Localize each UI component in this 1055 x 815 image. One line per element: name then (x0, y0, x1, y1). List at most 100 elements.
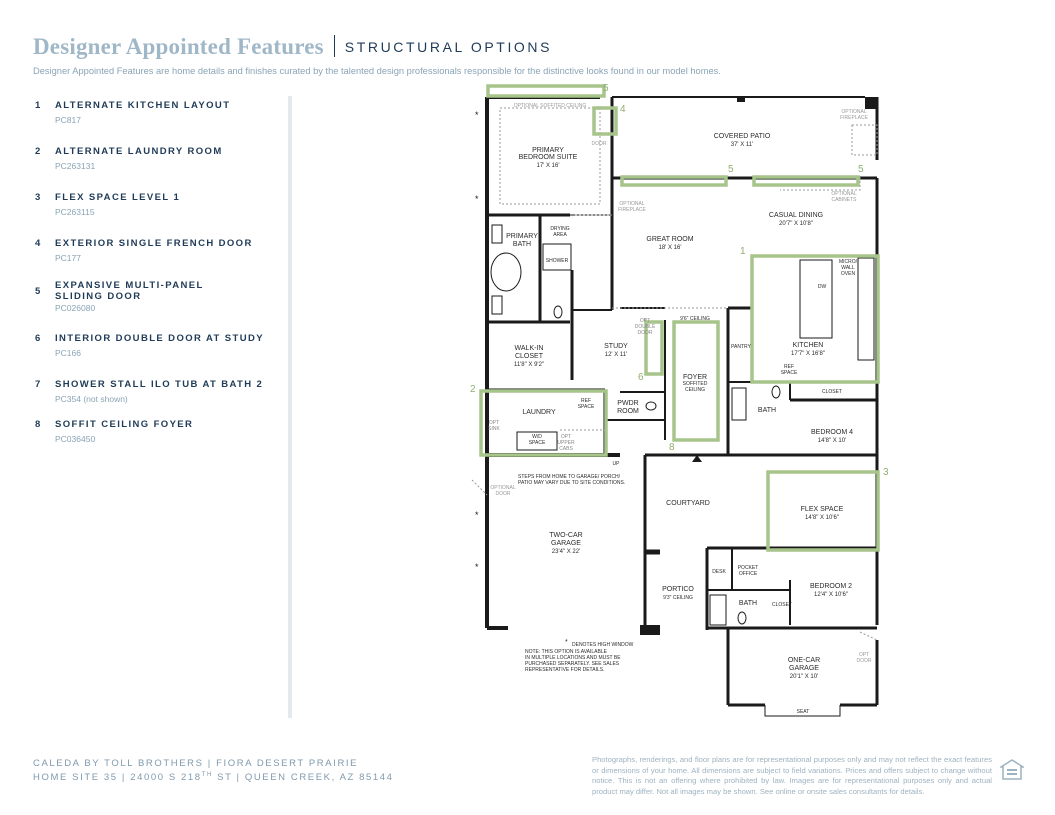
appliance-label: SPACE (529, 440, 546, 446)
stair-label: UP (613, 461, 621, 467)
option-note: PURCHASED SEPARATELY. SEE SALES (525, 661, 620, 667)
room-dim: 14'8" X 10' (818, 438, 846, 444)
room-dim: 9'3" CEILING (663, 595, 693, 601)
room-name: PRIMARY (506, 233, 538, 240)
note-label: OPTIONAL (490, 485, 516, 491)
option-name: ALTERNATE LAUNDRY ROOM (55, 146, 223, 157)
seat-bench (764, 705, 841, 717)
tub (709, 594, 727, 626)
option-code: PC036450 (55, 434, 96, 444)
address-part: HOME SITE 35 | 24000 S 218 (33, 772, 202, 784)
ceiling-label: 9'6" CEILING (680, 316, 710, 322)
room-dim: 11'8" X 9'2" (514, 362, 544, 368)
intro-text: Designer Appointed Features are home det… (33, 66, 721, 76)
option-code: PC263131 (55, 161, 96, 171)
high-window-marker: * (565, 639, 568, 646)
room-label: PANTRY (731, 344, 751, 350)
option-code: PC263115 (55, 207, 95, 217)
appliance-label: SPACE (781, 370, 798, 376)
room-dim: 17' X 16' (537, 163, 560, 169)
high-window-marker: * (475, 510, 479, 520)
address-superscript: TH (201, 772, 213, 778)
option-number: 2 (35, 146, 41, 157)
option-number: 4 (35, 238, 41, 249)
room-dim: 20'7" X 10'8" (779, 221, 813, 227)
note-label: FIREPLACE (840, 115, 868, 121)
room-name: BEDROOM 4 (811, 429, 853, 436)
note-label: DOOR (496, 491, 511, 497)
option-note: IN MULTIPLE LOCATIONS AND MUST BE (525, 655, 621, 661)
option-8-highlight (672, 320, 720, 442)
page-title: Designer Appointed Features (33, 34, 324, 59)
note-label: DOOR (857, 658, 872, 664)
option-number: 3 (35, 192, 41, 203)
room-name: BATH (739, 600, 757, 607)
room-dim: 12' X 11' (605, 352, 628, 358)
room-name: PRIMARY (532, 147, 564, 154)
option-name: SHOWER STALL ILO TUB AT BATH 2 (55, 379, 264, 390)
room-label: CLOSET (772, 602, 792, 608)
callout-number: 6 (638, 372, 644, 383)
room-name: WALK-IN (515, 345, 544, 352)
option-number: 5 (35, 286, 41, 297)
room-label: SEAT (797, 709, 810, 715)
option-5-highlight (486, 84, 606, 98)
room-name: PWDR (617, 400, 638, 407)
high-window-marker: * (475, 110, 479, 120)
wd-space (516, 431, 558, 451)
room-dim: 17'7" X 16'8" (791, 351, 825, 357)
room-dim: 18' X 16' (659, 245, 682, 251)
note-label: OPT (561, 434, 571, 440)
option-number: 1 (35, 100, 41, 111)
callout-number: 3 (883, 467, 889, 478)
vanity (491, 295, 503, 315)
room-name: TWO-CAR (549, 532, 582, 539)
bathtub (490, 252, 522, 292)
note-label: FIREPLACE (618, 207, 646, 213)
room-label: SOFFITED (683, 381, 708, 387)
disclaimer-text: Photographs, renderings, and floor plans… (592, 755, 992, 796)
appliance-label: W/D (532, 434, 542, 440)
steps-note: PATIO MAY VARY DUE TO SITE CONDITIONS. (518, 480, 625, 486)
appliance-label: MICRO/ (839, 259, 858, 265)
note-label: CABINETS (831, 197, 857, 203)
room-name: GREAT ROOM (646, 236, 693, 243)
address-line: HOME SITE 35 | 24000 S 218TH ST | QUEEN … (33, 772, 394, 783)
room-name: GARAGE (551, 540, 581, 547)
room-name: ROOM (617, 408, 639, 415)
room-name: ONE-CAR (788, 657, 820, 664)
option-name: INTERIOR DOUBLE DOOR AT STUDY (55, 333, 264, 344)
optional-door-swing (471, 479, 488, 496)
room-dim: 23'4" X 22' (552, 549, 580, 555)
room-name: FLEX SPACE (801, 506, 844, 513)
note-label: DOUBLE (635, 324, 656, 330)
room-name: COVERED PATIO (714, 133, 771, 140)
up-arrow-icon (692, 455, 702, 462)
room-name: STUDY (604, 343, 628, 350)
option-1-highlight (750, 254, 880, 384)
address-part: ST | QUEEN CREEK, AZ 85144 (212, 772, 394, 784)
option-code: PC177 (55, 253, 81, 263)
option-6-highlight (644, 320, 664, 376)
option-name: ALTERNATE KITCHEN LAYOUT (55, 100, 231, 111)
toilet (737, 611, 747, 625)
room-label: SHOWER (546, 258, 569, 264)
room-name: BEDROOM 2 (810, 583, 852, 590)
appliance-label: REF (581, 398, 591, 404)
room-dim: 14'8" X 10'6" (805, 515, 839, 521)
option-note: NOTE: THIS OPTION IS AVAILABLE (525, 649, 608, 655)
room-name: LAUNDRY (522, 409, 556, 416)
room-name: CLOSET (515, 353, 544, 360)
option-code: PC354 (not shown) (55, 394, 128, 404)
title-divider (333, 35, 335, 57)
toilet (771, 385, 781, 399)
shower (542, 243, 572, 271)
community-line: CALEDA BY TOLL BROTHERS | FIORA DESERT P… (33, 758, 359, 769)
room-dim: 37' X 11' (731, 142, 754, 148)
appliance-label: WALL (841, 265, 855, 271)
note-label: DOOR (638, 330, 653, 336)
room-name: BATH (758, 407, 776, 414)
room-label: OFFICE (739, 571, 758, 577)
note-label: UPPER (557, 440, 575, 446)
option-note: REPRESENTATIVE FOR DETAILS. (525, 667, 604, 673)
